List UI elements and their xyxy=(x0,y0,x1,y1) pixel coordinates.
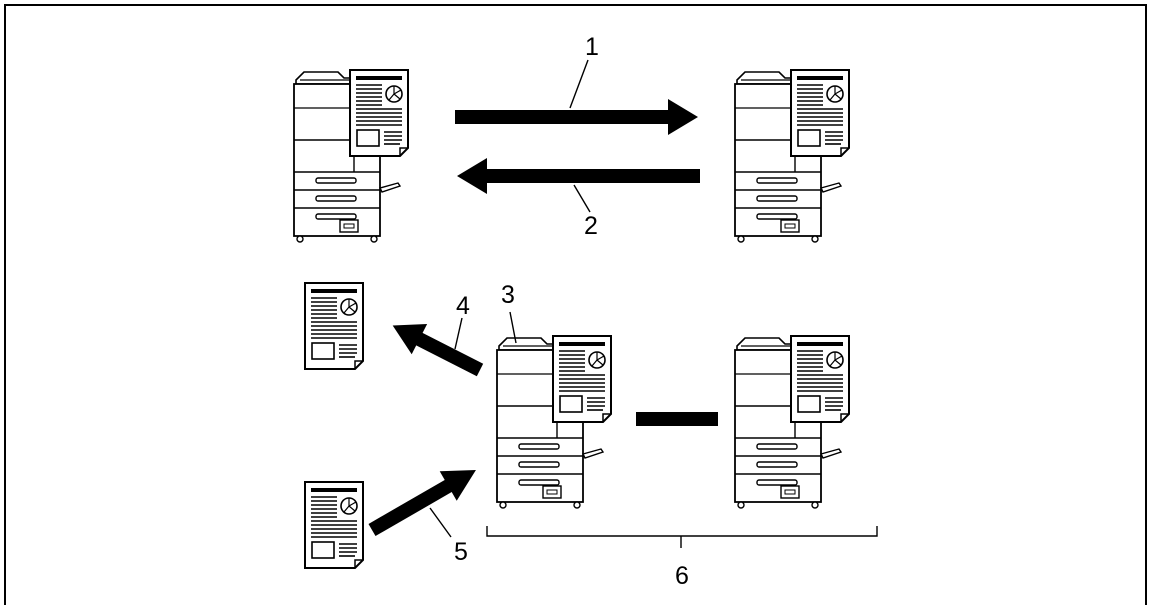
receiver-machine xyxy=(735,70,849,242)
label-4: 4 xyxy=(456,292,470,320)
receive-arrow xyxy=(457,158,700,194)
label-3: 3 xyxy=(501,281,515,309)
input-document xyxy=(304,481,364,569)
connected-machine xyxy=(735,336,849,508)
connection-bar xyxy=(636,412,718,426)
label-6: 6 xyxy=(675,562,689,590)
label-1: 1 xyxy=(585,33,599,61)
label-5: 5 xyxy=(454,538,468,566)
sender-machine xyxy=(294,70,408,242)
output-arrow xyxy=(392,323,484,377)
label-2: 2 xyxy=(584,212,598,240)
input-arrow xyxy=(368,470,476,537)
group-bracket xyxy=(486,526,878,548)
send-arrow xyxy=(455,99,698,135)
relay-machine xyxy=(497,336,611,508)
output-document xyxy=(304,282,364,370)
